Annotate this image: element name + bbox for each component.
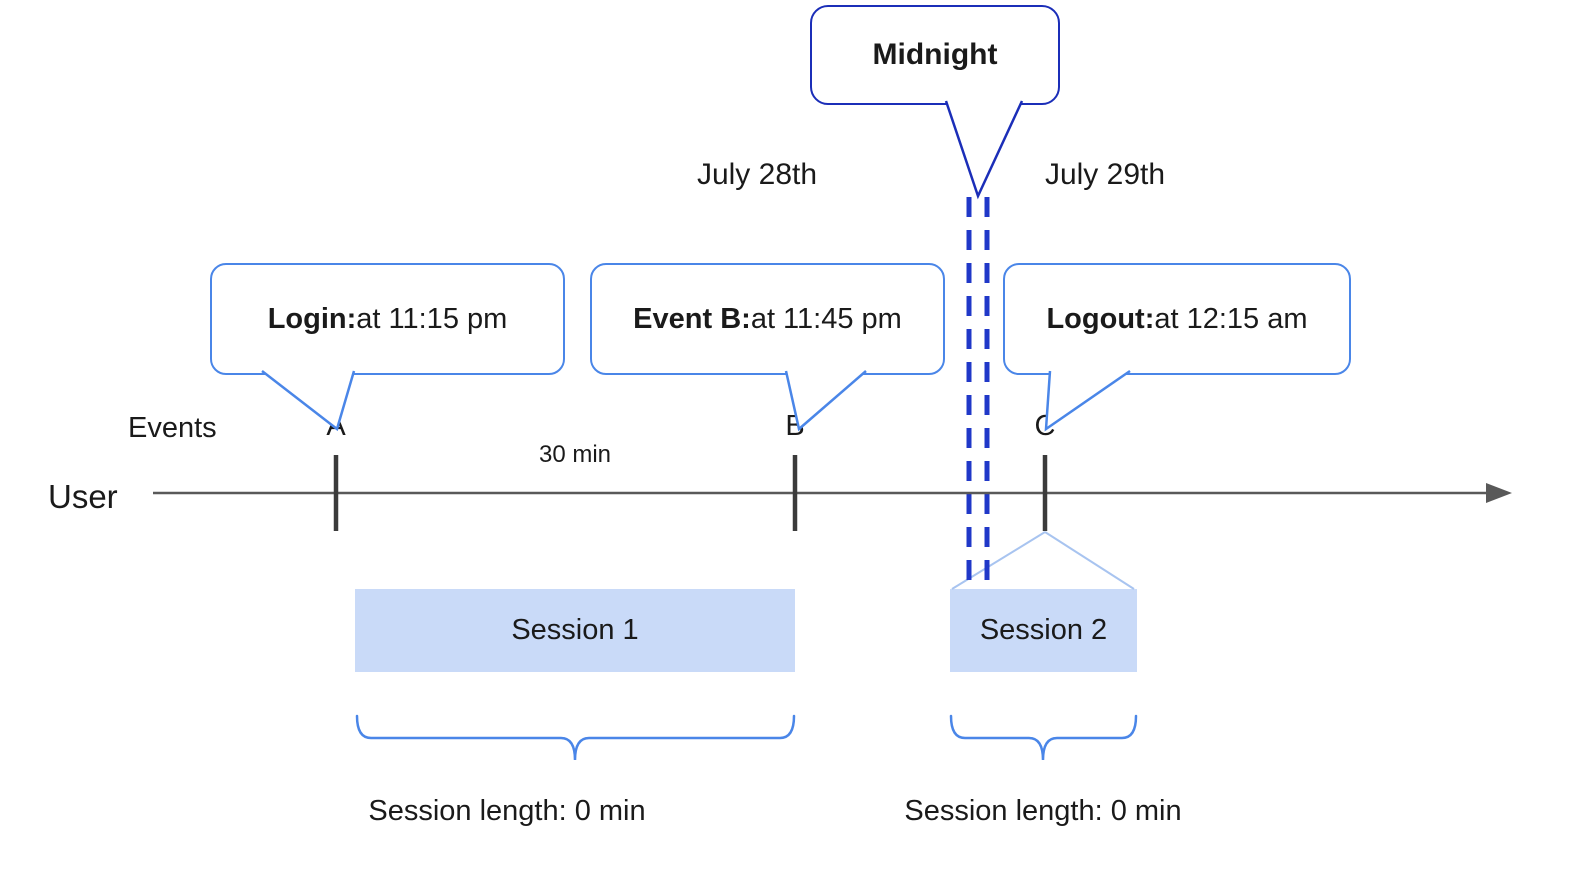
timeline-arrowhead-icon (1486, 483, 1512, 503)
session-2-label: Session 2 (979, 614, 1108, 646)
session-2-funnel-line-left (951, 531, 1046, 590)
event-b-callout: Event B: at 11:45 pm (590, 263, 945, 375)
session-2-brace (949, 714, 1138, 761)
event-letter-c: C (1034, 410, 1056, 442)
user-axis-label: User (48, 478, 118, 515)
logout-callout: Logout: at 12:15 am (1003, 263, 1351, 375)
logout-callout-title: Logout: (1046, 302, 1155, 335)
login-callout: Login: at 11:15 pm (210, 263, 565, 375)
interval-label: 30 min (538, 441, 612, 468)
session-2-box: Session 2 (950, 589, 1137, 672)
midnight-label: Midnight (872, 38, 998, 71)
session-1-label: Session 1 (511, 614, 639, 646)
login-callout-text: at 11:15 pm (356, 302, 508, 335)
date-label-july-29: July 29th (1044, 158, 1166, 191)
session-2-length-label: Session length: 0 min (904, 795, 1182, 827)
event-letter-b: B (785, 410, 805, 442)
logout-callout-text: at 12:15 am (1154, 302, 1308, 335)
event-letter-a: A (326, 410, 346, 442)
login-callout-title: Login: (267, 302, 357, 335)
session-2-funnel-line-right (1044, 531, 1135, 590)
events-axis-label: Events (128, 412, 217, 444)
midnight-callout: Midnight (810, 5, 1060, 105)
event-b-callout-text: at 11:45 pm (750, 302, 902, 335)
session-1-length-label: Session length: 0 min (368, 795, 646, 827)
date-label-july-28: July 28th (696, 158, 818, 191)
session-1-box: Session 1 (355, 589, 795, 672)
session-1-brace (355, 714, 796, 761)
event-b-callout-title: Event B: (633, 302, 751, 335)
